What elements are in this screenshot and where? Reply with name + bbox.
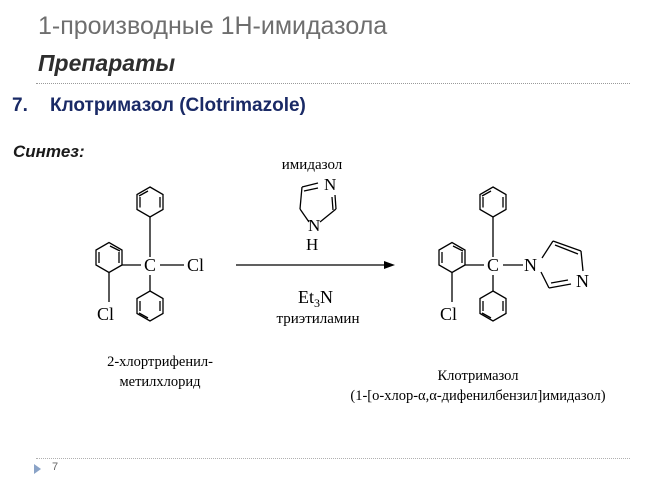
- synthesis-label: Синтез:: [13, 142, 85, 161]
- base-formula-subscript: 3: [314, 296, 320, 310]
- reagent-name: имидазол: [282, 157, 343, 173]
- atom-nitrogen: N: [324, 175, 336, 194]
- atom-chlorine: Cl: [187, 255, 204, 275]
- product-atom-chlorine: Cl: [440, 304, 457, 324]
- section-heading: 7. Клотримазол (Clotrimazole): [12, 95, 306, 117]
- reactant-caption-line2: метилхлорид: [119, 374, 201, 390]
- product-atom-nitrogen: N: [524, 255, 537, 275]
- product-caption-line1: Клотримазол: [437, 368, 519, 384]
- base-formula-prefix: Et: [298, 287, 314, 307]
- triangle-bullet-icon: [34, 464, 41, 474]
- product-caption-line2: (1-[о-хлор-α,α-дифенилбензил]имидазол): [350, 388, 606, 404]
- base-formula-suffix: N: [320, 287, 333, 307]
- section-heading-text: Клотримазол (Clotrimazole): [50, 95, 306, 116]
- page-number: 7: [52, 461, 59, 473]
- atom-carbon: C: [144, 255, 156, 275]
- footer-divider: [36, 458, 630, 459]
- imidazole-structure: [299, 182, 337, 223]
- section-number: 7.: [12, 95, 28, 116]
- product-structure: [438, 186, 584, 322]
- atom-chlorine-ortho: Cl: [97, 304, 114, 324]
- product-caption: Клотримазол (1-[о-хлор-α,α-дифенилбензил…: [300, 366, 656, 406]
- title-divider: [36, 83, 630, 84]
- reactant-structure: [95, 186, 184, 322]
- base-name: триэтиламин: [277, 311, 360, 327]
- slide-title: 1-производные 1Н-имидазола: [38, 12, 388, 40]
- atom-hydrogen: H: [306, 235, 318, 254]
- reactant-caption-line1: 2-хлортрифенил-: [107, 354, 213, 370]
- product-atom-carbon: C: [487, 255, 499, 275]
- product-atom-nitrogen-ring: N: [576, 271, 589, 291]
- atom-nitrogen-nh: N: [308, 216, 320, 235]
- reactant-caption: 2-хлортрифенил- метилхлорид: [60, 352, 260, 392]
- slide-subtitle: Препараты: [38, 50, 176, 76]
- base-formula: Et3N: [298, 287, 333, 310]
- arrow-head: [384, 261, 395, 269]
